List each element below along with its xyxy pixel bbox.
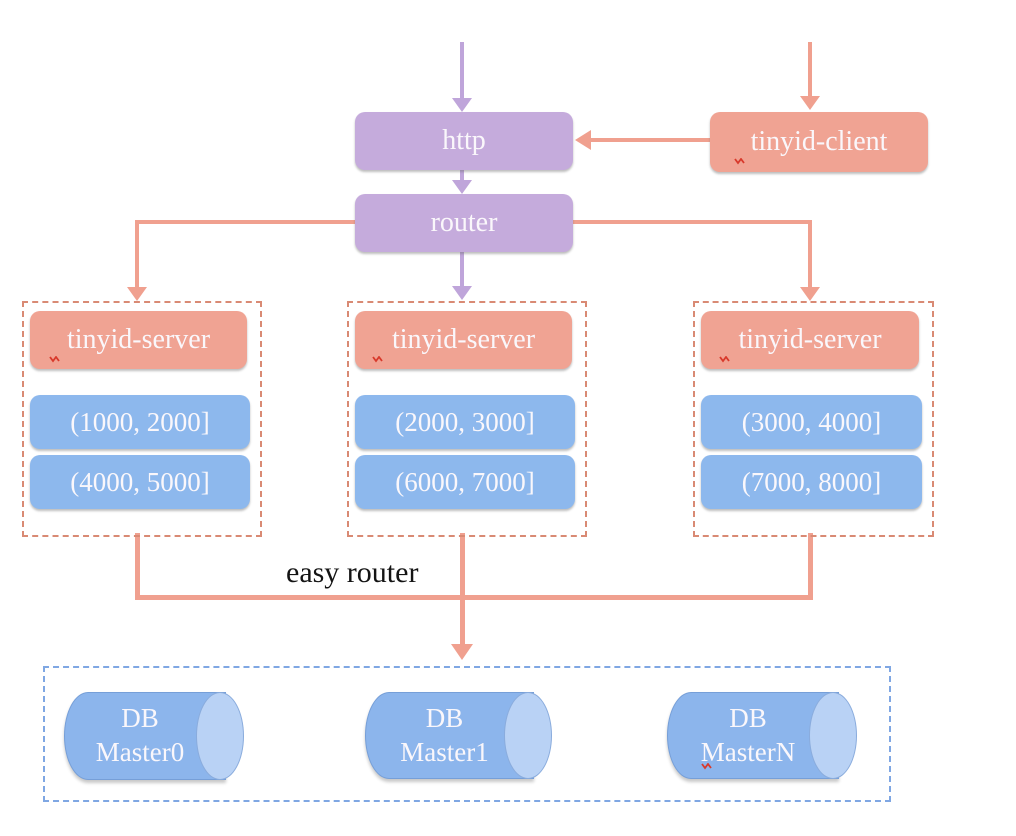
arrowhead-router-to-server1 [127,287,147,301]
tinyid-server-node: tinyid-server [30,311,247,369]
tinyid-client-node: tinyid-client [710,112,928,172]
id-segment-label: (6000, 7000] [395,466,535,497]
tinyid-server-node: tinyid-server [701,311,919,369]
spellcheck-squiggle-icon [734,158,745,165]
db-instance: Master0 [95,737,185,767]
id-segment: (2000, 3000] [355,395,575,449]
id-segment-label: (2000, 3000] [395,406,535,437]
db-name: DB [121,703,159,734]
tinyid-server-group-1: tinyid-server (1000, 2000] (4000, 5000] [22,301,262,537]
spellcheck-squiggle-icon [719,356,730,363]
id-segment-label: (1000, 2000] [70,406,210,437]
router-node: router [355,194,573,252]
arrow-to-db-cluster [460,533,465,646]
spellcheck-squiggle-icon [49,356,60,363]
arrowhead-top-to-client [800,96,820,110]
id-segment-label: (7000, 8000] [741,466,882,497]
tinyid-server-node-label: tinyid-server [738,324,882,355]
arrowhead-router-to-server3 [800,287,820,301]
id-segment: (1000, 2000] [30,395,250,449]
id-segment-label: (4000, 5000] [70,466,210,497]
arrowhead-client-to-http [575,130,591,150]
db-cylinder-cap [504,692,552,779]
id-segment: (7000, 8000] [701,455,922,509]
line-server1-down [135,533,140,600]
arrow-router-to-server3 [808,220,812,288]
http-node-label: http [442,125,486,156]
id-segment: (4000, 5000] [30,455,250,509]
db-instance: MasterN [700,736,796,767]
arrow-top-to-client [808,42,812,98]
tinyid-server-group-3: tinyid-server (3000, 4000] (7000, 8000] [693,301,934,537]
tinyid-server-group-2: tinyid-server (2000, 3000] (6000, 7000] [347,301,587,537]
spellcheck-squiggle-icon [372,356,383,363]
tinyid-server-node-label: tinyid-server [66,324,211,355]
router-node-label: router [430,207,498,238]
db-name: DB [425,702,464,733]
arrowhead-to-db-cluster [451,644,473,660]
arrow-router-to-server2 [460,252,464,288]
db-instance: Master1 [400,736,489,767]
id-segment-label: (3000, 4000] [741,406,882,437]
line-converge-horizontal [135,595,813,600]
arrow-client-to-http [590,138,710,142]
db-name: DB [729,702,767,733]
easy-router-label: easy router [286,556,419,589]
tinyid-client-node-label: tinyid-client [750,126,888,157]
db-cylinder-master0: DB Master0 [64,692,244,780]
id-segment: (6000, 7000] [355,455,575,509]
tinyid-server-node-label: tinyid-server [391,324,536,355]
line-server3-down [808,533,813,600]
db-cylinder-master1: DB Master1 [365,692,552,779]
http-node: http [355,112,573,170]
db-cylinder-masterN: DB MasterN [667,692,857,779]
db-cluster-group: DB Master0 DB Master1 DB MasterN [43,666,891,802]
arrowhead-top-to-http [452,98,472,112]
id-segment: (3000, 4000] [701,395,922,449]
db-cylinder-cap [196,692,244,780]
tinyid-server-node: tinyid-server [355,311,572,369]
spellcheck-squiggle-icon [701,763,712,770]
db-cylinder-cap [809,692,857,779]
arrowhead-http-to-router [452,180,472,194]
arrowhead-router-to-server2 [452,286,472,300]
arrow-router-to-server1 [135,220,139,288]
arrow-top-to-http [460,42,464,100]
arrow-http-to-router [460,170,464,182]
